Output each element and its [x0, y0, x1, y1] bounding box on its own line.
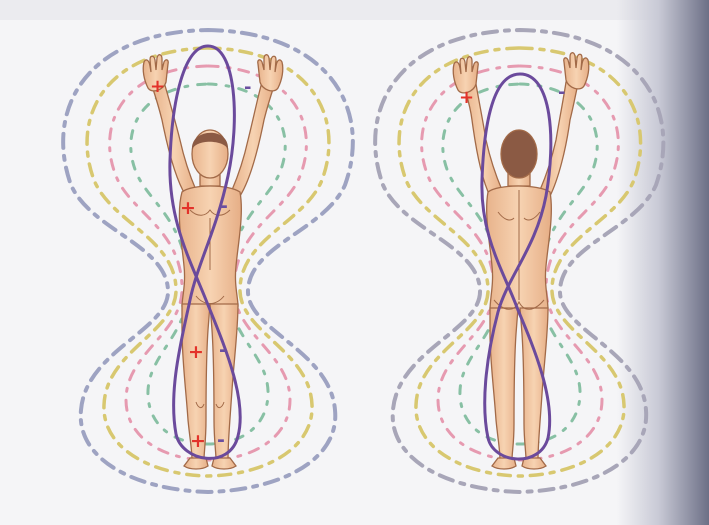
back-head: [501, 130, 537, 178]
front-right-foot-sign: +: [190, 430, 206, 452]
front-figure: + - + - + - + -: [63, 30, 353, 492]
front-left-foot: [212, 458, 236, 469]
front-left-foot-sign: -: [217, 429, 225, 451]
front-left-chest-sign: -: [220, 195, 228, 217]
front-left-arm: [232, 82, 274, 196]
front-right-thigh-sign: +: [188, 341, 204, 363]
front-right-arm: [152, 82, 196, 196]
front-right-hand-sign: +: [150, 76, 165, 97]
front-left-hand-sign: -: [244, 77, 251, 98]
back-figure: + -: [375, 30, 663, 492]
front-right-chest-sign: +: [180, 197, 196, 219]
front-left-thigh-sign: -: [219, 339, 227, 361]
back-left-hand-sign: -: [558, 82, 565, 103]
back-right-hand-sign: +: [459, 87, 474, 108]
